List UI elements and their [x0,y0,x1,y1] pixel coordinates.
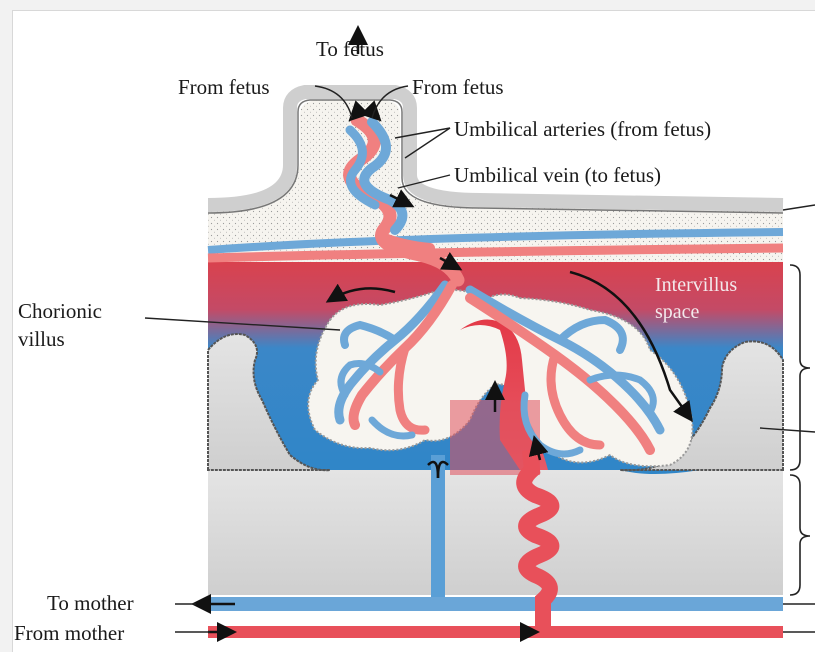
label-from-mother: From mother [14,621,124,645]
label-intervillus: Intervillus [655,274,737,296]
label-umbilical-arteries: Umbilical arteries (from fetus) [454,117,711,141]
label-chorionic: Chorionic [18,299,102,323]
label-intervillus-space: space [655,301,700,323]
label-from-fetus-left: From fetus [178,75,270,99]
label-to-mother: To mother [47,591,134,615]
label-villus: villus [18,327,65,351]
label-to-fetus: To fetus [316,37,384,61]
maternal-tissue [208,470,783,595]
label-umbilical-vein: Umbilical vein (to fetus) [454,163,661,187]
label-from-fetus-right: From fetus [412,75,504,99]
